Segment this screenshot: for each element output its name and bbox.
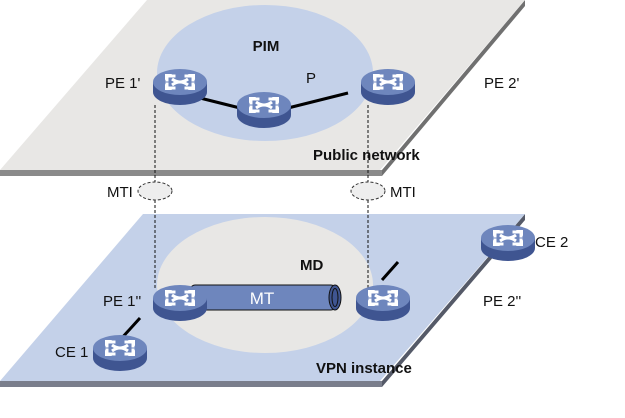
router-arrows-icon [368,290,398,306]
router-arrows-icon [493,230,523,246]
router-p [237,92,291,128]
router-pe1p [153,69,207,105]
public-network-label: Public network [313,147,420,164]
vpn-instance-label: VPN instance [316,360,412,377]
pim-domain-ellipse [157,5,373,141]
router-label-pe2p: PE 2' [484,75,520,92]
pim-label: PIM [253,38,280,55]
router-pe2p [361,69,415,105]
md-label: MD [300,257,323,274]
router-arrows-icon [105,340,135,356]
router-label-ce1: CE 1 [55,344,88,361]
mti-interface-pe2 [350,181,386,201]
router-label-pe1p: PE 1' [105,75,141,92]
link-pe2v-ce2 [380,261,400,281]
link-p-pe2 [287,91,349,110]
router-arrows-icon [249,97,279,113]
router-label-ce2: CE 2 [535,234,568,251]
router-label-p: P [306,70,316,87]
mti-interface-pe1 [137,181,173,201]
router-arrows-icon [165,290,195,306]
router-pe1v [153,285,207,321]
router-label-pe1v: PE 1'' [103,293,141,310]
mti-label-pe2: MTI [390,184,416,201]
router-pe2v [356,285,410,321]
router-ce2 [481,225,535,261]
router-label-pe2v: PE 2'' [483,293,521,310]
router-arrows-icon [373,74,403,90]
tunnel-label: MT [250,289,275,308]
mti-label-pe1: MTI [107,184,133,201]
router-arrows-icon [165,74,195,90]
multicast-tunnel: MT [187,284,342,311]
router-ce1 [93,335,147,371]
